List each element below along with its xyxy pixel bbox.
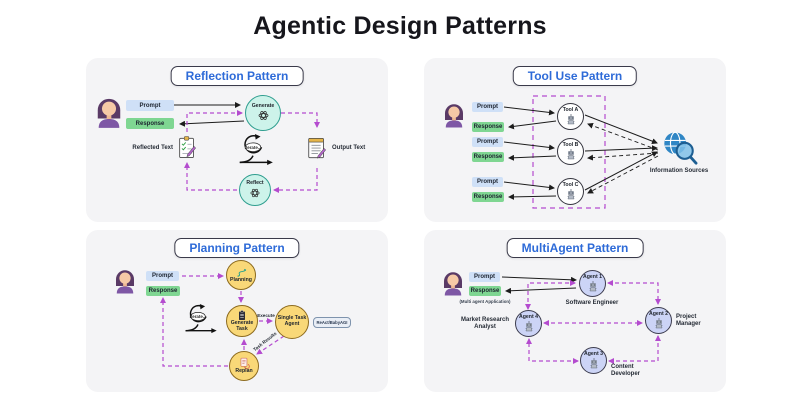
reflected-text-label: Reflected Text xyxy=(132,145,173,151)
user-avatar xyxy=(444,272,462,296)
openai-logo-icon xyxy=(250,187,260,198)
agent-2-node: Agent 2 xyxy=(645,307,672,334)
planning-node: Planning xyxy=(226,260,256,290)
reflection-connectors xyxy=(174,102,320,193)
prompt-chip: Prompt xyxy=(472,102,503,112)
multiagent-caption: (Multi agent Application) xyxy=(459,299,511,304)
framework-badge: ReAct/BabyAGI xyxy=(313,317,351,328)
prompt-chip: Prompt xyxy=(472,177,503,187)
response-chip: Response xyxy=(146,286,180,296)
openai-logo-icon xyxy=(258,110,268,122)
single-task-agent-node: Single Task Agent xyxy=(275,305,309,339)
prompt-chip: Prompt xyxy=(469,272,500,282)
route-icon xyxy=(236,267,247,277)
robot-icon xyxy=(566,188,575,200)
planning-pattern-panel: Planning Pattern Prompt Response Plannin… xyxy=(86,230,388,392)
reflection-pattern-panel: Reflection Pattern Prompt Response Gener… xyxy=(86,58,388,222)
robot-icon xyxy=(566,113,575,125)
page-title: Agentic Design Patterns xyxy=(253,12,547,40)
response-chip: Response xyxy=(472,152,504,162)
output-text-icon xyxy=(308,138,327,159)
agent-2-role-label: Project Manager xyxy=(676,314,701,327)
replan-node: Replan xyxy=(229,351,259,381)
user-avatar xyxy=(116,270,134,294)
iterate-label: Iterate... xyxy=(244,145,262,150)
prompt-chip: Prompt xyxy=(472,137,503,147)
agent-4-role-label: Market Research Analyst xyxy=(460,317,510,330)
agent-3-role-label: Content Developer xyxy=(611,364,641,377)
tool-c-node: Tool C xyxy=(557,178,584,205)
tool-b-node: Tool B xyxy=(557,138,584,165)
planning-pattern-title: Planning Pattern xyxy=(174,238,300,258)
response-chip: Response xyxy=(472,192,504,202)
tool-use-pattern-title: Tool Use Pattern xyxy=(512,66,638,86)
robot-icon xyxy=(566,148,575,160)
prompt-chip: Prompt xyxy=(146,271,179,281)
robot-icon xyxy=(589,357,598,369)
information-sources-label: Information Sources xyxy=(649,168,709,174)
iterate-loop-icon xyxy=(184,304,218,334)
reflected-text-icon xyxy=(179,136,197,159)
tool-use-pattern-panel: Tool Use Pattern Prompt Response Prompt … xyxy=(424,58,726,222)
multiagent-connectors xyxy=(501,276,661,364)
multiagent-pattern-title: MultiAgent Pattern xyxy=(506,238,644,258)
generate-task-node: Generate Task xyxy=(226,305,258,337)
user-avatar xyxy=(97,98,121,128)
planning-connectors xyxy=(160,273,285,367)
iterate-loop-icon xyxy=(239,134,274,166)
response-chip: Response xyxy=(469,286,501,296)
robot-icon xyxy=(588,280,597,292)
response-chip: Response xyxy=(126,118,174,129)
agent-4-node: Agent 4 xyxy=(515,310,542,337)
response-chip: Response xyxy=(472,122,504,132)
tool-a-node: Tool A xyxy=(557,103,584,130)
robot-icon xyxy=(524,320,533,332)
agent-1-node: Agent 1 xyxy=(579,270,606,297)
reflection-pattern-title: Reflection Pattern xyxy=(170,66,304,86)
user-avatar xyxy=(445,104,463,128)
iterate-label: Iterate... xyxy=(189,314,207,319)
output-text-label: Output Text xyxy=(332,145,366,151)
multiagent-pattern-panel: MultiAgent Pattern Prompt Response (Mult… xyxy=(424,230,726,392)
execute-label: Execute xyxy=(257,313,275,318)
generate-node: Generate xyxy=(245,95,281,131)
robot-icon xyxy=(654,317,663,329)
agent-1-role-label: Software Engineer xyxy=(565,300,619,306)
tool-use-connectors xyxy=(503,95,659,209)
agent-3-node: Agent 3 xyxy=(580,347,607,374)
information-sources-icon xyxy=(662,130,698,165)
reflect-node: Reflect xyxy=(239,174,271,206)
prompt-chip: Prompt xyxy=(126,100,174,111)
